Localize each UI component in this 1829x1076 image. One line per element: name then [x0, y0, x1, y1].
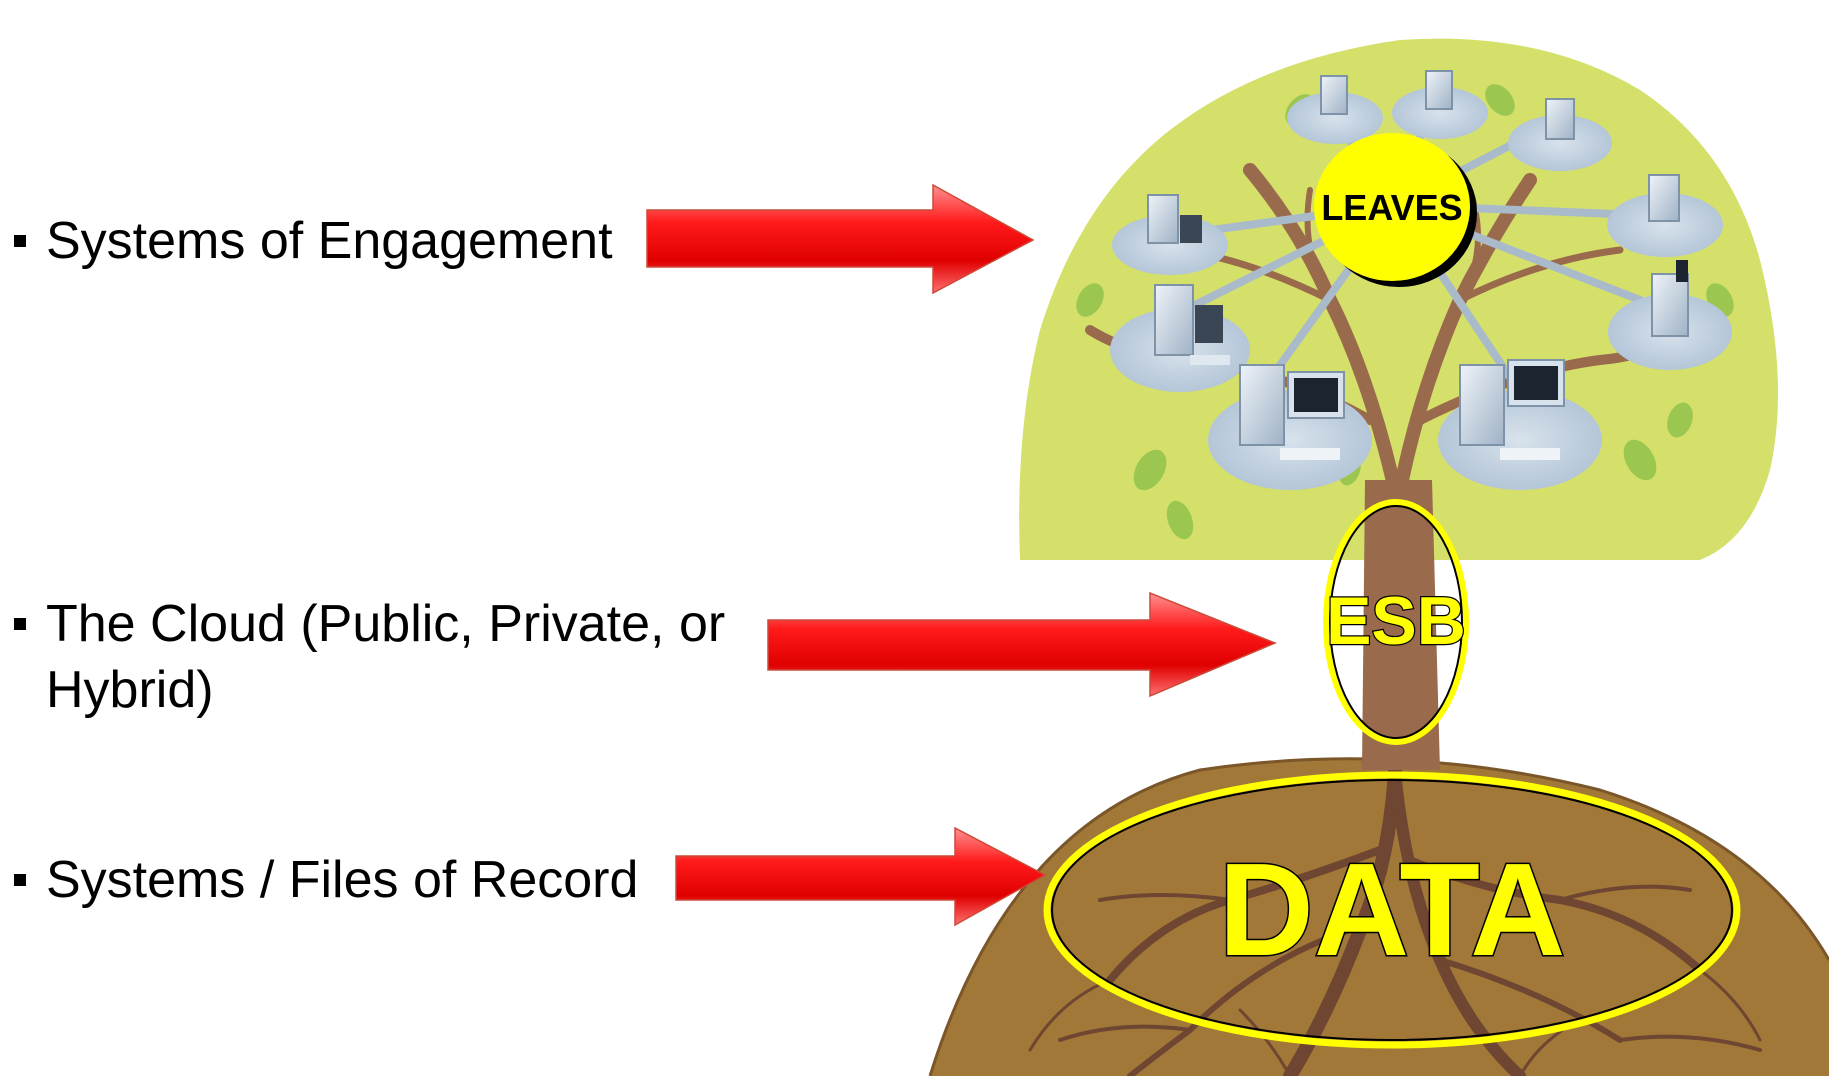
computer-icon [1208, 364, 1372, 490]
esb-label: ESB [1326, 583, 1466, 659]
computer-icon [1607, 174, 1723, 257]
bullet-text: Systems of Engagement [46, 212, 613, 270]
computer-icon [1392, 70, 1488, 139]
computer-icon [1438, 359, 1602, 490]
computer-icon [1287, 75, 1383, 144]
computer-icon [1110, 284, 1250, 392]
data-label: DATA [1218, 836, 1565, 983]
computer-icon [1608, 260, 1732, 370]
square-bullet-icon [14, 618, 26, 630]
bullet-text: The Cloud (Public, Private, or Hybrid) [46, 595, 726, 719]
square-bullet-icon [14, 874, 26, 886]
esb-ring: ESB [1323, 499, 1469, 745]
bullet-systems-files-of-record: Systems / Files of Record [14, 847, 638, 913]
bullet-the-cloud: The Cloud (Public, Private, or Hybrid) [14, 591, 754, 723]
computer-icon [1112, 194, 1228, 275]
bullet-systems-of-engagement: Systems of Engagement [14, 208, 613, 274]
computer-icon [1508, 98, 1612, 171]
arrow-right-icon [767, 591, 1277, 698]
arrow-right-icon [646, 183, 1035, 295]
bullet-text: Systems / Files of Record [46, 851, 639, 909]
network-computers [1110, 70, 1732, 490]
square-bullet-icon [14, 235, 26, 247]
leaves-label: LEAVES [1321, 187, 1462, 228]
leaves-hub: LEAVES [1314, 133, 1477, 287]
tree-trunk [1362, 480, 1440, 770]
arrow-right-icon [675, 826, 1047, 927]
data-ring: DATA [1043, 771, 1741, 1049]
